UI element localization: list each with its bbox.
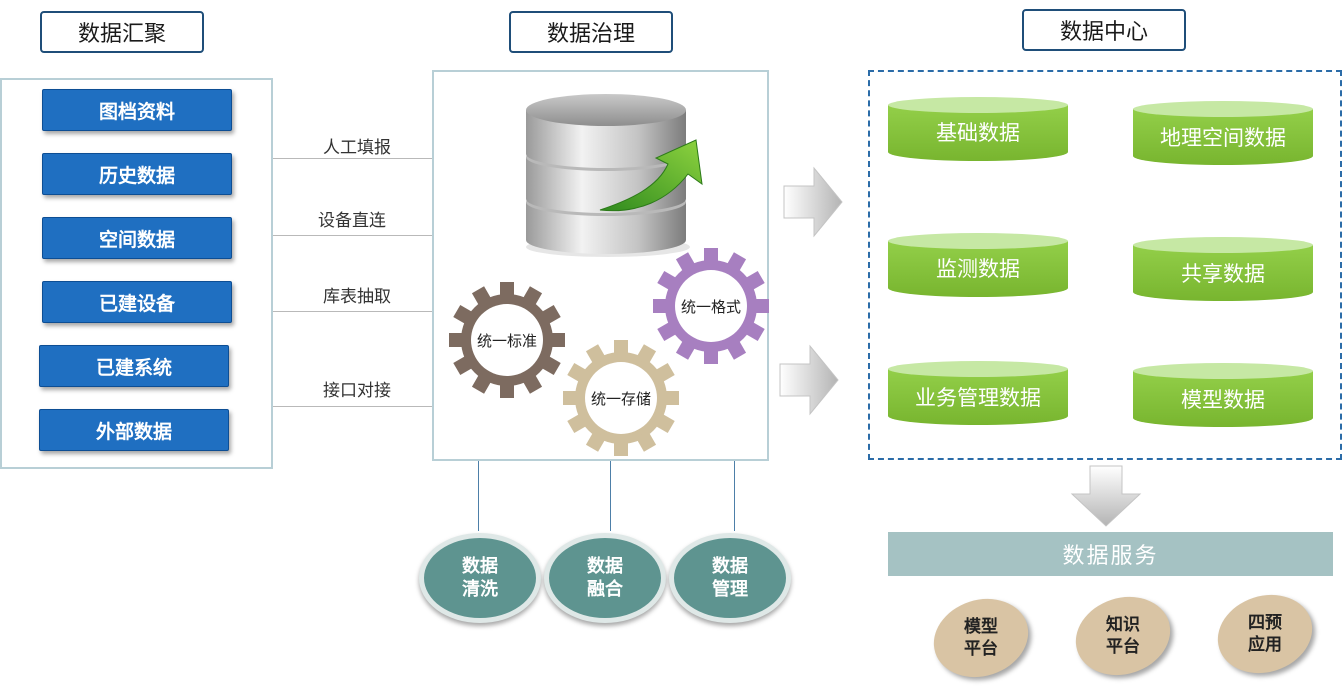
connector-line: [273, 235, 433, 236]
process-connector-line: [734, 461, 735, 531]
data-center-panel: [868, 70, 1342, 460]
connector-line: [273, 311, 433, 312]
source-button-systems[interactable]: 已建系统: [39, 345, 229, 387]
process-connector-line: [610, 461, 611, 531]
process-button-management[interactable]: 数据管理: [669, 533, 791, 623]
connector-line: [273, 406, 433, 407]
process-label-line1: 数据: [587, 556, 623, 577]
gear-unified-storage: 统一存储: [563, 340, 679, 456]
center-data-label: 业务管理数据: [915, 386, 1041, 410]
application-label-line1: 知识: [1106, 615, 1140, 635]
cylinder-monitoring-data: 监测数据: [888, 233, 1068, 297]
application-button-four-forecast[interactable]: 四预应用: [1207, 583, 1323, 685]
process-button-fusion[interactable]: 数据融合: [544, 533, 666, 623]
arrow-right-icon: [783, 166, 843, 238]
section-title-center: 数据中心: [1022, 9, 1186, 51]
connector-label-interface: 接口对接: [323, 381, 391, 401]
process-button-cleaning[interactable]: 数据清洗: [419, 533, 541, 623]
gear-label-storage: 统一存储: [591, 390, 651, 408]
connector-label-device: 设备直连: [318, 211, 386, 231]
application-label-line1: 模型: [964, 617, 998, 637]
center-data-label: 地理空间数据: [1160, 126, 1286, 150]
application-label-line2: 应用: [1248, 635, 1282, 655]
cylinder-basic-data: 基础数据: [888, 97, 1068, 161]
database-icon: [526, 94, 703, 257]
process-label-line1: 数据: [462, 556, 498, 577]
gear-unified-standard: 统一标准: [449, 282, 565, 398]
application-button-model-platform[interactable]: 模型平台: [923, 587, 1039, 689]
application-label-line2: 平台: [1106, 637, 1140, 657]
application-button-knowledge-platform[interactable]: 知识平台: [1065, 585, 1181, 687]
connector-line: [273, 158, 433, 159]
source-button-spatial[interactable]: 空间数据: [42, 217, 232, 259]
process-label-line2: 清洗: [462, 579, 498, 600]
connector-label-manual: 人工填报: [323, 138, 391, 158]
gear-unified-format: 统一格式: [653, 248, 769, 364]
sources-panel: [0, 78, 273, 469]
center-data-label: 监测数据: [936, 257, 1020, 281]
arrow-down-icon: [1070, 465, 1142, 527]
source-button-archives[interactable]: 图档资料: [42, 89, 232, 131]
application-label-line2: 平台: [964, 639, 998, 659]
center-data-label: 模型数据: [1181, 388, 1265, 412]
process-label-line2: 管理: [712, 579, 748, 600]
gear-label-standard: 统一标准: [477, 332, 537, 350]
application-label-line1: 四预: [1248, 613, 1282, 633]
connector-label-table: 库表抽取: [323, 287, 391, 307]
process-label-line2: 融合: [587, 579, 623, 600]
source-button-external[interactable]: 外部数据: [39, 409, 229, 451]
process-connector-line: [478, 461, 479, 531]
center-data-label: 共享数据: [1181, 262, 1265, 286]
cylinder-geospatial-data: 地理空间数据: [1133, 101, 1313, 165]
source-button-history[interactable]: 历史数据: [42, 153, 232, 195]
data-service-bar: 数据服务: [888, 532, 1333, 576]
source-button-devices[interactable]: 已建设备: [42, 281, 232, 323]
cylinder-model-data: 模型数据: [1133, 363, 1313, 427]
section-title-aggregation: 数据汇聚: [40, 11, 204, 53]
process-label-line1: 数据: [712, 556, 748, 577]
cylinder-business-data: 业务管理数据: [888, 361, 1068, 425]
center-data-label: 基础数据: [936, 121, 1020, 145]
section-title-governance: 数据治理: [509, 11, 673, 53]
gear-label-format: 统一格式: [681, 298, 741, 316]
arrow-right-icon: [779, 344, 839, 416]
cylinder-shared-data: 共享数据: [1133, 237, 1313, 301]
